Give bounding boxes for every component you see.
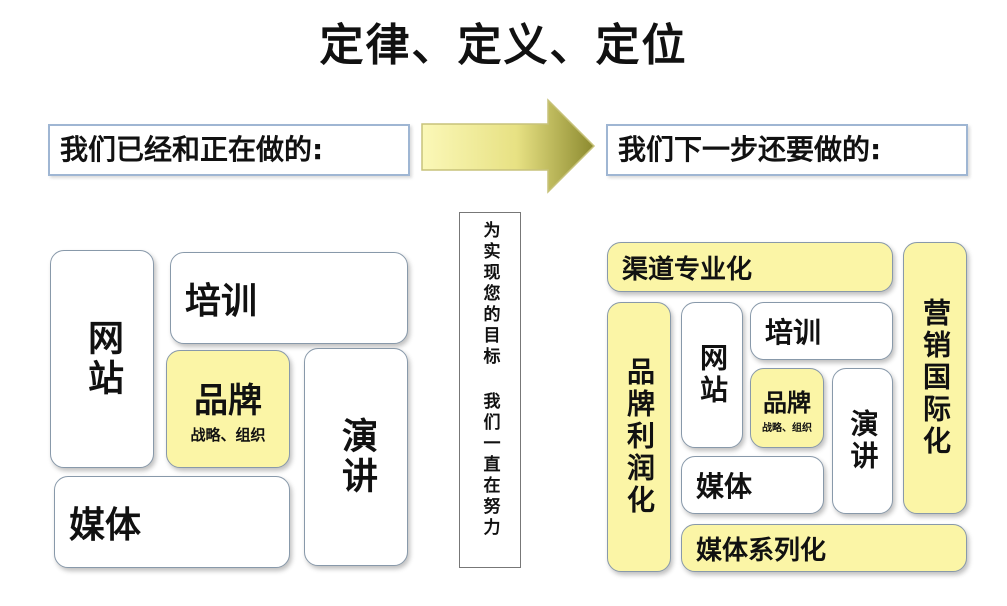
left-website-label: 网站 [82, 319, 123, 399]
left-media-label: 媒体 [69, 505, 142, 546]
right-channel-card: 渠道专业化 [607, 242, 893, 292]
right-brand-profit-label: 品牌利润化 [623, 357, 656, 517]
right-brand-profit-card: 品牌利润化 [607, 302, 671, 572]
left-brand-sub: 战略、组织 [190, 426, 266, 444]
left-header: 我们已经和正在做的: [48, 124, 410, 176]
right-brand-card: 品牌 战略、组织 [750, 368, 824, 448]
page-title: 定律、定义、定位 [319, 20, 688, 71]
left-speech-card: 演讲 [304, 348, 408, 566]
right-header: 我们下一步还要做的: [606, 124, 968, 176]
right-arrow-icon [421, 98, 596, 194]
left-training-label: 培训 [185, 281, 258, 322]
right-media-series-label: 媒体系列化 [696, 535, 827, 566]
goal-strip: 为实现您的目标 我们一直在努力 [459, 212, 521, 568]
left-speech-label: 演讲 [336, 417, 377, 497]
right-marketing-card: 营销国际化 [903, 242, 967, 514]
right-training-card: 培训 [750, 302, 893, 360]
goal-text: 为实现您的目标 我们一直在努力 [479, 221, 500, 539]
right-brand-sub: 战略、组织 [762, 422, 812, 434]
left-training-card: 培训 [170, 252, 408, 344]
right-speech-label: 演讲 [846, 409, 880, 473]
right-speech-card: 演讲 [832, 368, 893, 514]
right-website-card: 网站 [681, 302, 743, 448]
left-website-card: 网站 [50, 250, 154, 468]
right-media-card: 媒体 [681, 456, 824, 514]
left-brand-label: 品牌 [194, 381, 262, 421]
right-media-label: 媒体 [696, 470, 753, 503]
left-media-card: 媒体 [54, 476, 290, 568]
right-channel-label: 渠道专业化 [622, 254, 753, 285]
right-media-series-card: 媒体系列化 [681, 524, 967, 572]
right-brand-label: 品牌 [763, 388, 811, 417]
left-brand-card: 品牌 战略、组织 [166, 350, 290, 468]
right-training-label: 培训 [765, 316, 822, 349]
right-website-label: 网站 [696, 343, 729, 407]
right-marketing-label: 营销国际化 [919, 298, 952, 458]
